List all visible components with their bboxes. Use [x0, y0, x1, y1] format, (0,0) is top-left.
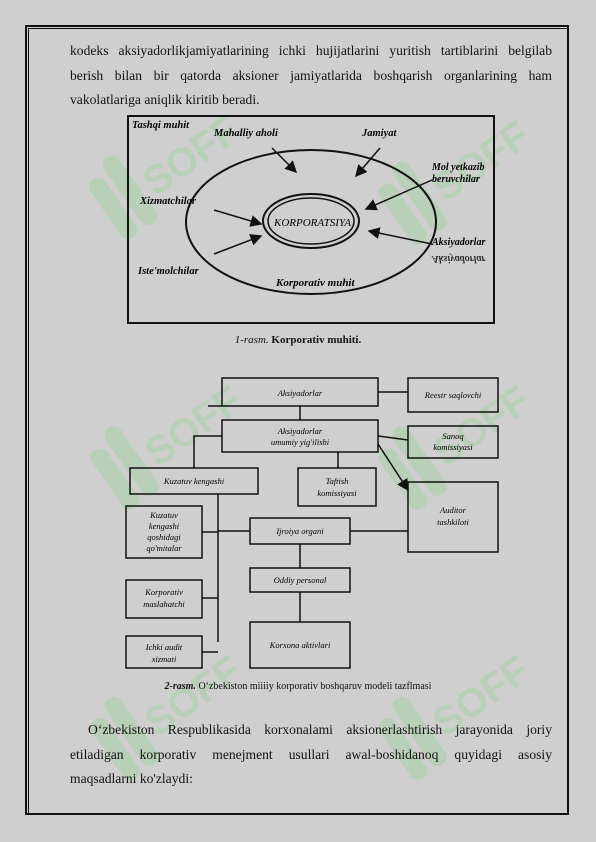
arrow-local-population [271, 147, 298, 174]
paragraph-line: kodeks aksiyadorlikjamiyatlarining ichki… [70, 43, 552, 58]
label-registrar: Reestr saqlovchi [424, 390, 482, 400]
arrow-employees [213, 209, 263, 227]
label-supervisory-board: Kuzatuv kengashi [163, 476, 225, 486]
watermark-bottom-left: SOFF [90, 648, 250, 780]
label-ordinary-staff: Oddiy personal [274, 575, 327, 585]
arrow-shareholders [367, 227, 433, 245]
label-auditor-1: Auditor [439, 505, 467, 515]
arrow-consumers [213, 234, 263, 255]
figure1-caption: 1-rasm. Korporativ muhiti. [0, 334, 596, 346]
stakeholder-consumers: Iste'molchilar [137, 266, 200, 277]
figure-corporate-governance-model: Aksiyadorlar Reestr saqlovchi Aksiyadorl… [125, 377, 499, 669]
label-counting-2: komissiyasi [433, 442, 473, 452]
corporate-environment-ellipse [185, 149, 437, 295]
outer-environment-label: Tashqi muhit [132, 120, 190, 131]
paragraph-line: etiladigan korporativ menejment usullari… [70, 746, 552, 762]
watermark-top-left: SOFF [88, 107, 232, 240]
paragraph-line: O‘zbekiston Respublikasida korxonalami a… [88, 722, 552, 737]
box-counting-commission [407, 425, 499, 459]
box-registrar [407, 377, 499, 413]
outer-environment-box [127, 115, 495, 324]
label-internal-audit-2: xizmati [151, 654, 177, 664]
corporation-ring-outer [262, 193, 360, 249]
stakeholder-employees: Xizmatchilar [139, 196, 197, 207]
box-corporate-secretary [125, 579, 203, 619]
box-audit-commission [297, 467, 377, 507]
page-border [25, 25, 569, 815]
label-internal-audit-1: Ichki audit [145, 642, 183, 652]
figure2-caption: 2-rasm. O‘zbekiston miiiiy korporativ bo… [0, 681, 596, 692]
paragraph-line: maqsadlarni ko'zlaydi: [70, 771, 193, 786]
label-committees-2: kengashi [149, 521, 180, 531]
arrow-suppliers [364, 179, 433, 211]
label-general-meeting-1: Aksiyadorlar [277, 426, 323, 436]
arrow-society [355, 147, 381, 178]
label-committees-3: qoshidagi [147, 532, 181, 542]
label-secretary-1: Korporativ [144, 587, 183, 597]
label-executive-body: Ijroiya organi [275, 526, 324, 536]
label-counting-1: Sanoq [442, 431, 464, 441]
label-committees-1: Kuzatuv [149, 510, 178, 520]
link-meeting-auditor [377, 443, 409, 492]
figure2-caption-prefix: 2-rasm. [164, 681, 196, 692]
paragraph-line: vakolatlariga aniqlik kiritib beradi. [70, 92, 260, 107]
label-committees-4: qo'mitalar [146, 543, 182, 553]
stakeholder-society: Jamiyat [361, 128, 397, 139]
box-auditor-organization [407, 481, 499, 553]
watermark-bottom-right: SOFF [378, 648, 538, 780]
stakeholder-suppliers-line1: Mol yetkazib [431, 162, 485, 173]
paragraph-top: kodeks aksiyadorlikjamiyatlarining ichki… [70, 39, 552, 113]
label-audit-commission-2: komissiyasi [317, 488, 357, 498]
box-general-meeting [221, 419, 379, 453]
paragraph-bottom: O‘zbekiston Respublikasida korxonalami a… [70, 718, 552, 792]
stakeholder-suppliers-line2: beruvchilar [432, 174, 480, 185]
shareholders-mirror-text: Aksiyadorlar [431, 253, 485, 264]
corporation-label: KORPORATSIYA [273, 217, 351, 229]
label-general-meeting-2: umumiy yig'ilishi [271, 437, 330, 447]
label-auditor-2: tashkiloti [437, 517, 469, 527]
link-meeting-counting [377, 435, 409, 441]
label-secretary-2: maslahatchi [143, 599, 185, 609]
figure-corporate-environment: KORPORATSIYA Tashqi muhit Mahalliy aholi… [127, 115, 495, 324]
corporation-ring-inner [267, 197, 355, 245]
corporate-environment-label: Korporativ muhit [275, 277, 355, 289]
label-shareholders: Aksiyadorlar [277, 388, 323, 398]
figure1-caption-title: Korporativ muhiti. [271, 334, 362, 346]
stakeholder-local-population: Mahalliy aholi [213, 128, 278, 139]
label-audit-commission-1: Taftish [326, 476, 349, 486]
watermark-top-right: SOFF [378, 113, 538, 245]
label-company-assets: Korxona aktivlari [269, 640, 331, 650]
paragraph-line: berish bilan bir qatorda aksioner jamiya… [70, 67, 552, 83]
figure1-caption-prefix: 1-rasm. [234, 334, 269, 346]
figure2-caption-text: O‘zbekiston miiiiy korporativ boshqaruv … [195, 681, 432, 692]
link-meeting-board [193, 435, 222, 468]
stakeholder-shareholders: Aksiyadorlar [431, 237, 485, 248]
